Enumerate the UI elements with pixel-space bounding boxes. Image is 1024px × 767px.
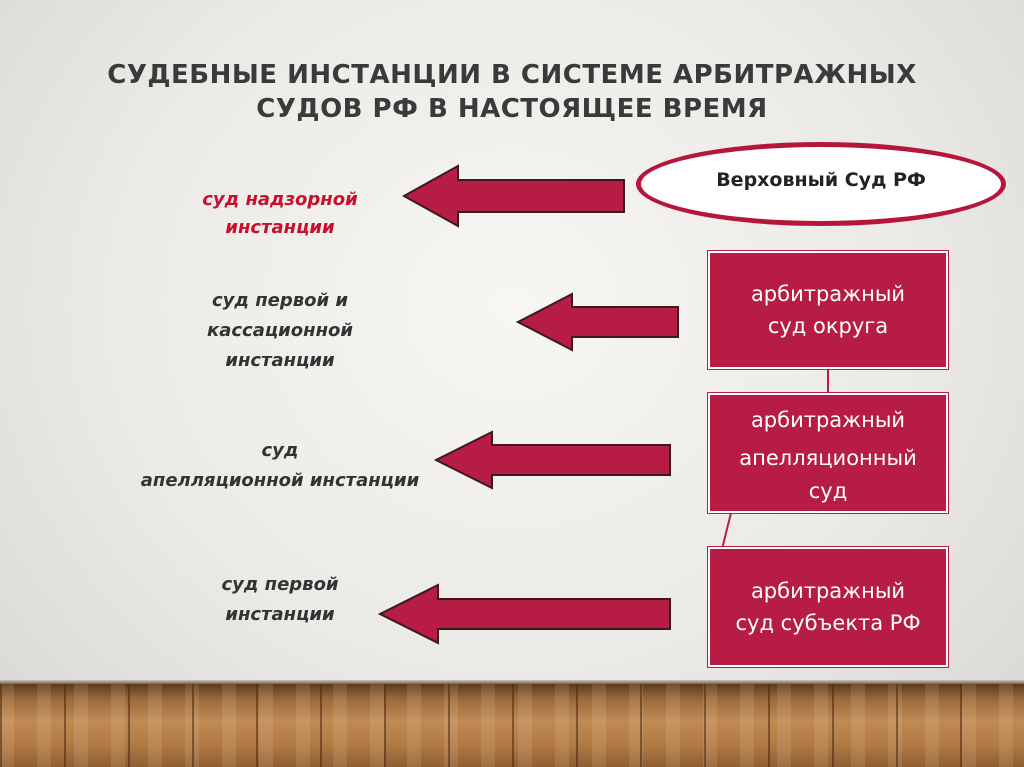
district-court-line-2: суд округа [767, 314, 889, 338]
title-line-2: СУДОВ РФ В НАСТОЯЩЕЕ ВРЕМЯ [256, 94, 768, 124]
label-line: апелляционной инстанции [140, 470, 420, 491]
arrow-left-icon [434, 430, 671, 490]
label-line: суд [261, 440, 299, 461]
arrow-left-icon [378, 583, 671, 645]
appeal-court-box: арбитражный апелляционный суд [708, 393, 948, 513]
appeal-court-line-1: арбитражный [750, 408, 906, 432]
floor-edge [0, 680, 1024, 686]
district-court-box: арбитражный суд округа [708, 251, 948, 369]
label-line: инстанции [225, 217, 335, 238]
label-first-instance: суд первой инстанции [165, 570, 395, 630]
regional-court-line-1: арбитражный [750, 579, 906, 603]
label-line: суд первой и [212, 290, 348, 311]
connector-line [721, 512, 732, 547]
label-first-and-cassation-instance: суд первой и кассационной инстанции [165, 286, 395, 376]
regional-court-line-2: суд субъекта РФ [735, 611, 921, 635]
label-line: суд первой [221, 574, 339, 595]
arrow-left-icon [402, 164, 625, 228]
label-supervisory-instance: суд надзорной инстанции [165, 186, 395, 242]
supreme-court-ellipse: Верховный Суд РФ [636, 142, 1006, 226]
page-title: СУДЕБНЫЕ ИНСТАНЦИИ В СИСТЕМЕ АРБИТРАЖНЫХ… [90, 58, 934, 126]
label-line: кассационной [206, 320, 354, 341]
appeal-court-line-3: суд [808, 479, 848, 503]
appeal-court-line-2: апелляционный [739, 446, 917, 470]
arrow-left-icon [516, 292, 679, 352]
title-line-1: СУДЕБНЫЕ ИНСТАНЦИИ В СИСТЕМЕ АРБИТРАЖНЫХ [107, 60, 917, 90]
label-line: суд надзорной [202, 189, 358, 210]
wooden-floor-background [0, 684, 1024, 767]
regional-court-box: арбитражный суд субъекта РФ [708, 547, 948, 667]
label-line: инстанции [225, 350, 335, 371]
supreme-court-label: Верховный Суд РФ [716, 169, 926, 191]
label-appeal-instance: суд апелляционной инстанции [110, 436, 450, 496]
district-court-line-1: арбитражный [750, 282, 906, 306]
connector-line [827, 369, 829, 393]
label-line: инстанции [225, 604, 335, 625]
